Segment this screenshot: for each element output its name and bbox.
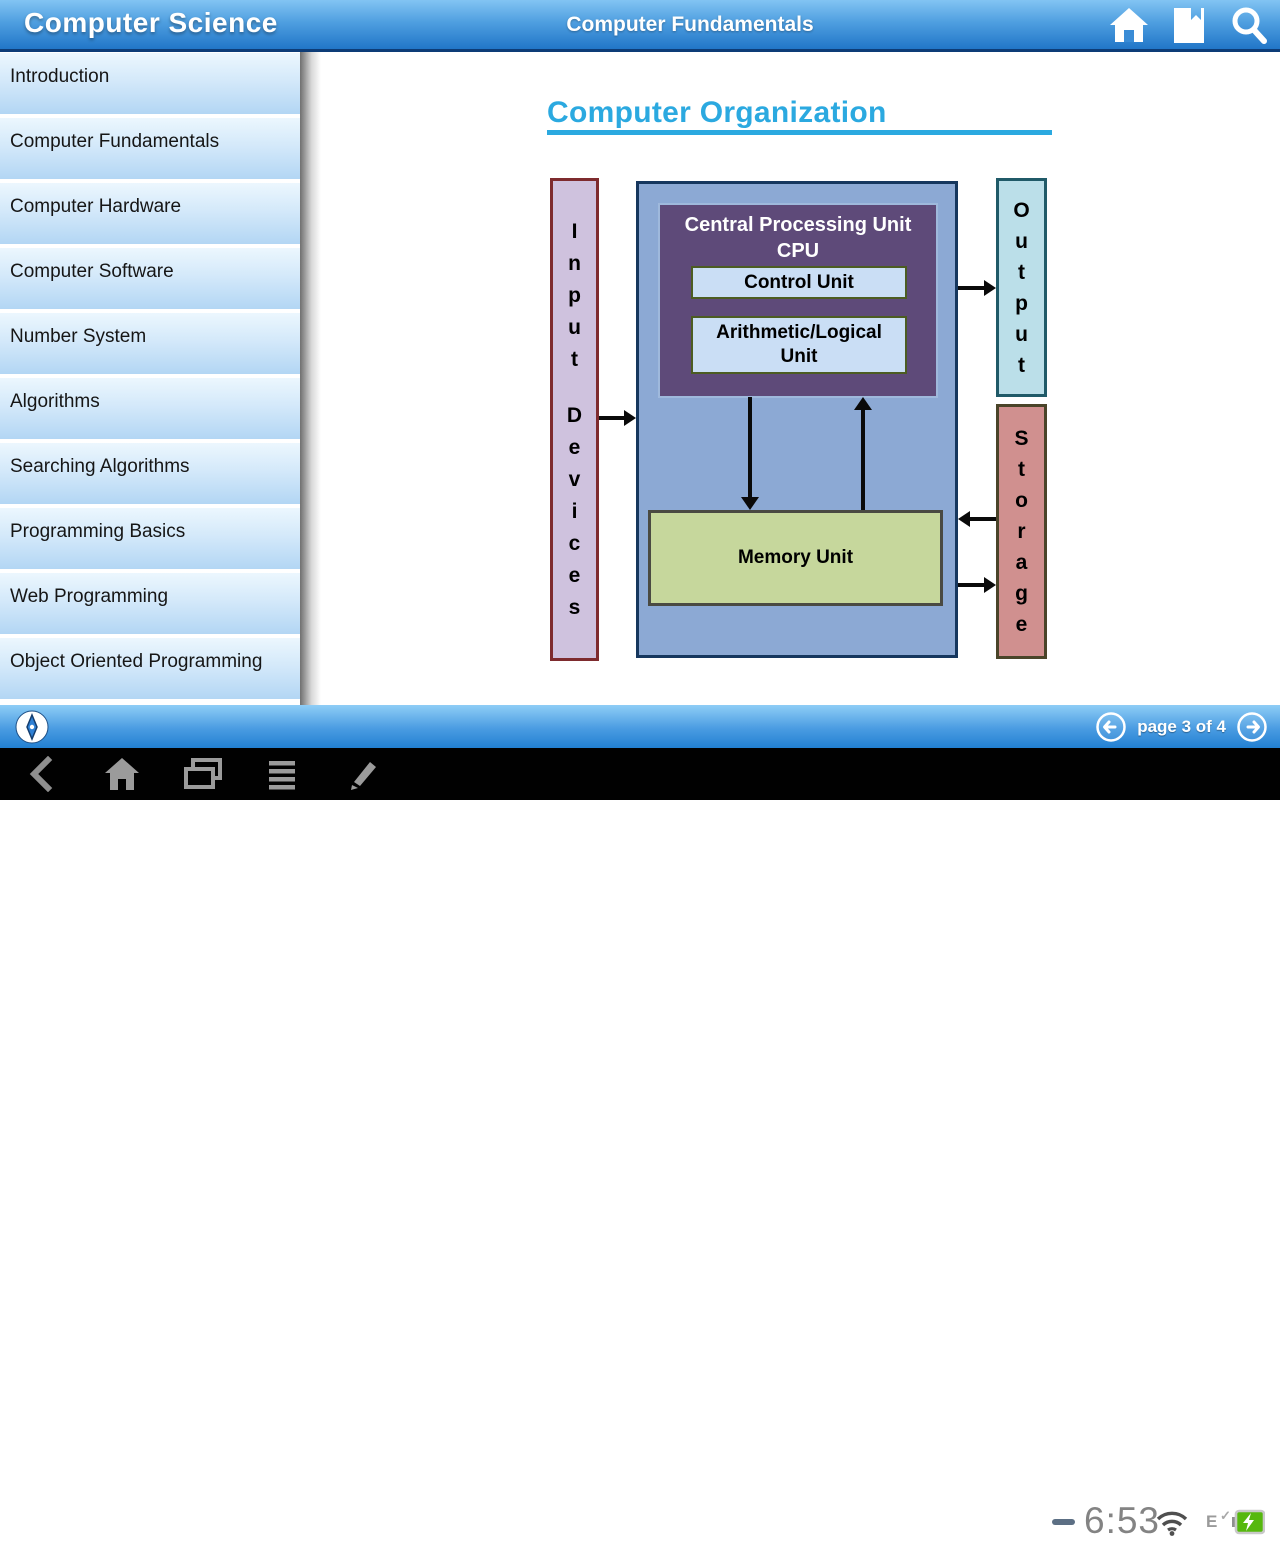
diagram-cpu-box: Central Processing Unit CPU Control Unit… <box>658 203 938 398</box>
arrow-storage-to-cpu <box>958 511 996 527</box>
diagram-cpu-container: Central Processing Unit CPU Control Unit… <box>636 181 958 658</box>
next-page-icon[interactable] <box>1236 711 1268 743</box>
topic-sidebar: Introduction Computer Fundamentals Compu… <box>0 52 300 705</box>
cpu-abbr: CPU <box>776 240 820 262</box>
sidebar-item-programming-basics[interactable]: Programming Basics <box>0 508 300 569</box>
android-system-bar: 6:53 E ✓ <box>0 748 1280 1541</box>
content-heading: Computer Organization <box>547 96 887 129</box>
menu-icon[interactable] <box>263 748 301 800</box>
page-nav-bar: page 3 of 4 <box>0 705 1280 748</box>
sidebar-item-introduction[interactable]: Introduction <box>0 53 300 114</box>
back-icon[interactable] <box>22 748 60 800</box>
sidebar-divider-shadow <box>300 52 321 705</box>
heading-underline <box>547 130 1052 135</box>
home-icon[interactable] <box>102 748 142 800</box>
network-check-icon: ✓ <box>1220 1508 1231 1523</box>
clock: 6:53 <box>1084 1500 1161 1541</box>
search-icon[interactable] <box>1228 5 1270 45</box>
sidebar-item-searching-algorithms[interactable]: Searching Algorithms <box>0 443 300 504</box>
top-bar: Computer Science Computer Fundamentals <box>0 0 1280 52</box>
sidebar-item-computer-fundamentals[interactable]: Computer Fundamentals <box>0 118 300 179</box>
sidebar-item-algorithms[interactable]: Algorithms <box>0 378 300 439</box>
network-type-indicator: E ✓ <box>1206 1508 1231 1532</box>
prev-page-icon[interactable] <box>1095 711 1127 743</box>
minus-icon <box>1052 1519 1075 1525</box>
diagram-memory-unit-box: Memory Unit <box>648 510 943 606</box>
battery-charging-icon <box>1231 1509 1266 1540</box>
alu-label: Arithmetic/Logical Unit <box>716 322 882 367</box>
wifi-icon <box>1156 1510 1188 1541</box>
diagram-control-unit-box: Control Unit <box>691 266 907 299</box>
diagram-alu-box: Arithmetic/Logical Unit <box>691 316 907 374</box>
arrow-cpu-to-memory <box>741 397 759 510</box>
compass-icon[interactable] <box>15 710 49 744</box>
cpu-title: Central Processing Unit <box>684 214 912 236</box>
page-title: Computer Fundamentals <box>566 13 814 36</box>
arrow-cpu-to-storage <box>958 577 996 593</box>
page-indicator: page 3 of 4 <box>1137 716 1226 736</box>
control-unit-label: Control Unit <box>744 271 854 293</box>
network-type-label: E <box>1206 1512 1218 1531</box>
bookmark-icon[interactable] <box>1168 5 1210 45</box>
sidebar-item-number-system[interactable]: Number System <box>0 313 300 374</box>
sidebar-item-object-oriented-programming[interactable]: Object Oriented Programming <box>0 638 300 699</box>
memory-unit-label: Memory Unit <box>737 547 854 568</box>
sidebar-item-web-programming[interactable]: Web Programming <box>0 573 300 634</box>
app-title: Computer Science <box>24 7 278 38</box>
pen-icon[interactable] <box>342 748 382 800</box>
sidebar-item-computer-hardware[interactable]: Computer Hardware <box>0 183 300 244</box>
arrow-memory-to-cpu <box>854 397 872 510</box>
home-icon[interactable] <box>1108 5 1150 45</box>
arrow-input-to-cpu <box>599 410 636 426</box>
recents-icon[interactable] <box>182 748 224 800</box>
sidebar-item-computer-software[interactable]: Computer Software <box>0 248 300 309</box>
arrow-cpu-to-output <box>958 280 996 296</box>
